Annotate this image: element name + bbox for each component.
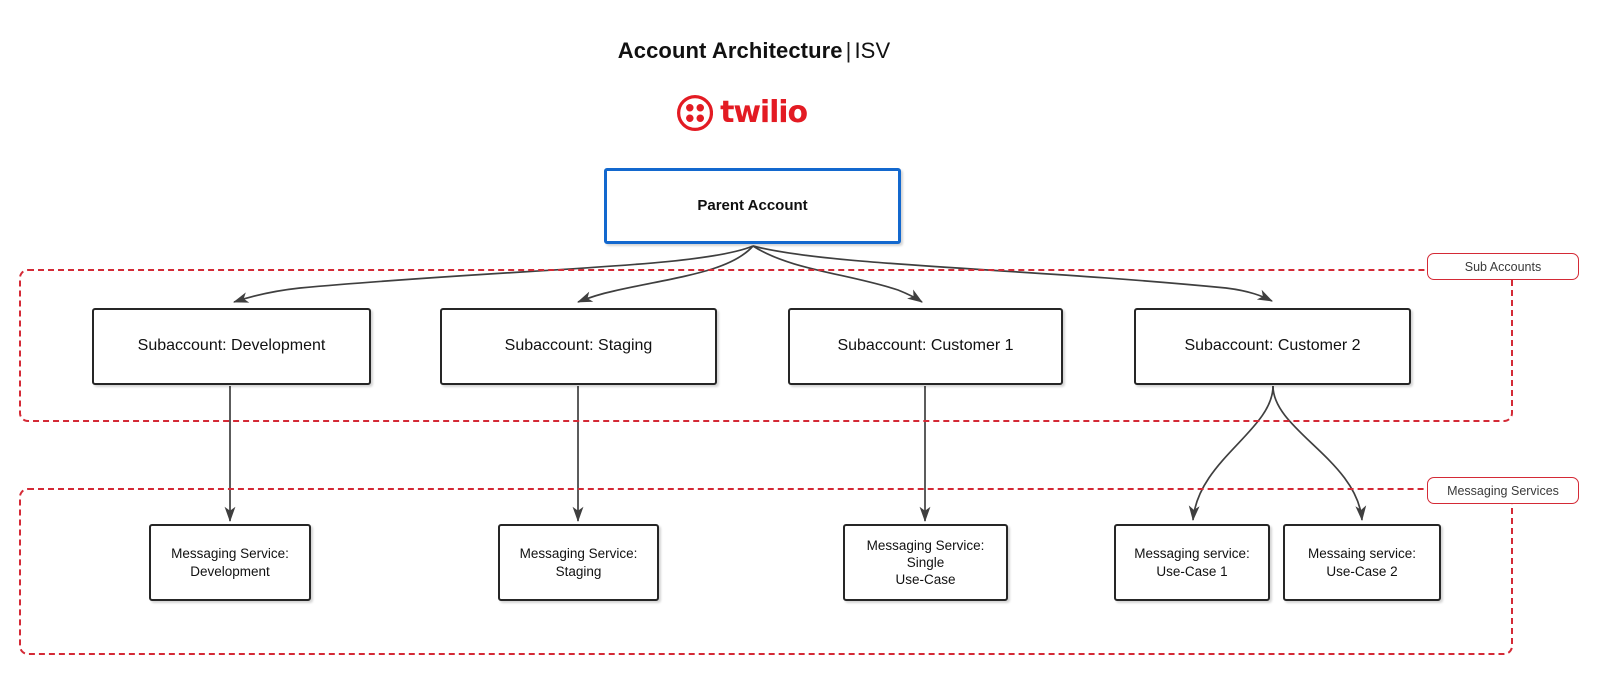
node-messaging-service-usecase-1-text: Messaging service: Use-Case 1 bbox=[1134, 545, 1250, 580]
node-messaging-service-usecase-1[interactable]: Messaging service: Use-Case 1 bbox=[1114, 524, 1270, 601]
msg-staging-line-2: Staging bbox=[555, 563, 602, 579]
group-region-sub-accounts bbox=[19, 269, 1513, 422]
page-title: Account Architecture|ISV bbox=[0, 38, 1508, 64]
msg-single-line-2: Use-Case bbox=[895, 572, 956, 588]
twilio-wordmark: twilio bbox=[720, 95, 808, 130]
group-label-sub-accounts: Sub Accounts bbox=[1427, 253, 1579, 280]
twilio-logo-icon bbox=[677, 94, 714, 132]
msg-staging-line-1: Messaging Service: bbox=[519, 546, 638, 562]
msg-uc2-line-2: Use-Case 2 bbox=[1326, 563, 1398, 579]
msg-uc1-line-1: Messaging service: bbox=[1134, 546, 1250, 562]
page-title-strong: Account Architecture bbox=[617, 38, 843, 63]
group-region-messaging-services bbox=[19, 488, 1513, 655]
node-messaging-service-staging[interactable]: Messaging Service: Staging bbox=[498, 524, 659, 601]
msg-uc2-line-1: Messaing service: bbox=[1307, 546, 1417, 562]
node-subaccount-customer-1-label: Subaccount: Customer 1 bbox=[837, 337, 1014, 355]
node-messaging-service-single-usecase[interactable]: Messaging Service: Single Use-Case bbox=[843, 524, 1008, 601]
node-messaging-service-usecase-2-text: Messaing service: Use-Case 2 bbox=[1308, 545, 1416, 580]
group-label-messaging-services: Messaging Services bbox=[1427, 477, 1579, 504]
twilio-logo: twilio bbox=[677, 92, 808, 134]
node-subaccount-staging-label: Subaccount: Staging bbox=[504, 337, 653, 355]
page-title-light: ISV bbox=[854, 38, 891, 63]
page-title-separator: | bbox=[845, 38, 852, 63]
node-subaccount-customer-2[interactable]: Subaccount: Customer 2 bbox=[1134, 308, 1411, 385]
node-messaging-service-development-text: Messaging Service: Development bbox=[171, 545, 289, 580]
node-messaging-service-single-usecase-text: Messaging Service: Single Use-Case bbox=[851, 537, 1000, 589]
node-subaccount-development-label: Subaccount: Development bbox=[137, 337, 326, 355]
node-messaging-service-usecase-2[interactable]: Messaing service: Use-Case 2 bbox=[1283, 524, 1441, 601]
node-subaccount-development[interactable]: Subaccount: Development bbox=[92, 308, 371, 385]
node-parent-account-label: Parent Account bbox=[697, 197, 808, 215]
msg-dev-line-1: Messaging Service: bbox=[171, 546, 289, 562]
node-parent-account[interactable]: Parent Account bbox=[604, 168, 901, 244]
node-subaccount-customer-2-label: Subaccount: Customer 2 bbox=[1184, 337, 1361, 355]
node-messaging-service-development[interactable]: Messaging Service: Development bbox=[149, 524, 311, 601]
node-subaccount-staging[interactable]: Subaccount: Staging bbox=[440, 308, 717, 385]
node-subaccount-customer-1[interactable]: Subaccount: Customer 1 bbox=[788, 308, 1063, 385]
node-messaging-service-staging-text: Messaging Service: Staging bbox=[520, 545, 638, 580]
msg-uc1-line-2: Use-Case 1 bbox=[1156, 563, 1228, 579]
msg-single-line-1: Messaging Service: Single bbox=[866, 537, 985, 570]
msg-dev-line-2: Development bbox=[190, 563, 270, 579]
